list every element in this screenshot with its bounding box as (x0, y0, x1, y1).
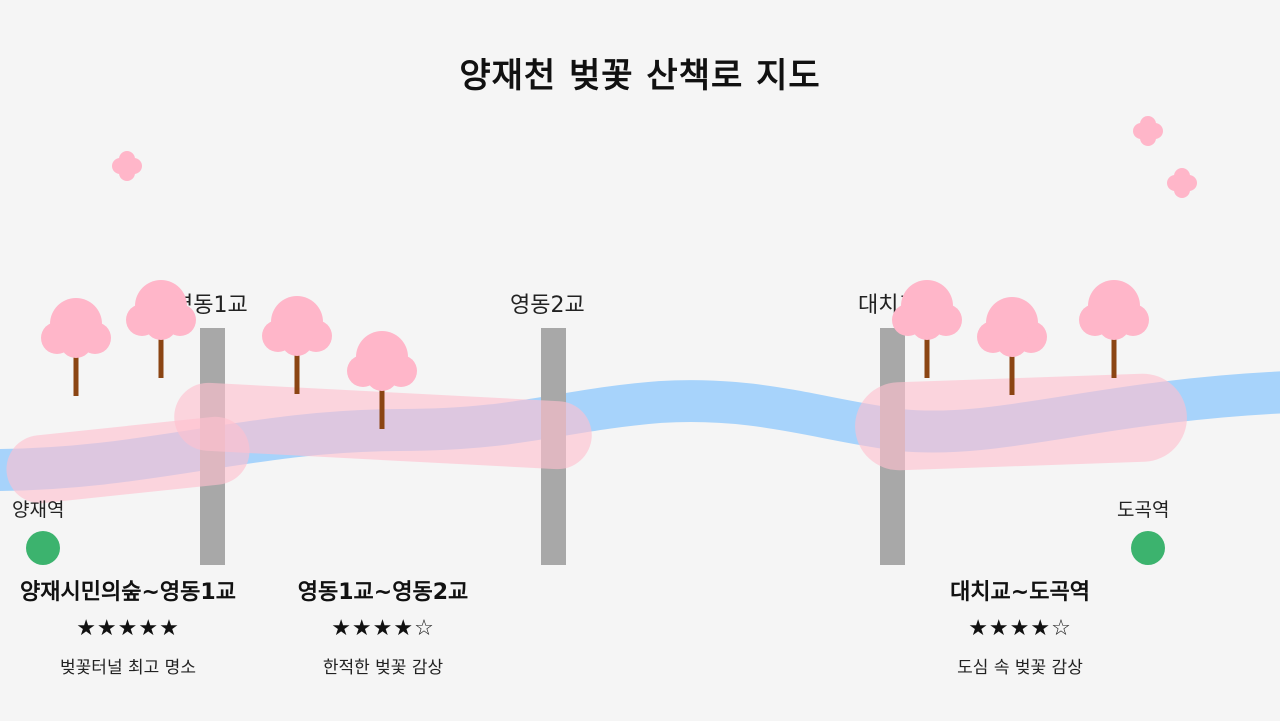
section-rating-stars: ★★★★☆ (331, 616, 435, 641)
station-marker-icon[interactable] (1131, 531, 1165, 565)
bridge-label-youngdong2: 영동2교 (510, 293, 585, 318)
section-info-2[interactable]: 영동1교~영동2교 ★★★★☆ 한적한 벚꽃 감상 (263, 574, 503, 678)
section-rating-stars: ★★★★☆ (968, 616, 1072, 641)
station-marker-icon[interactable] (26, 531, 60, 565)
station-label-dogok: 도곡역 (1117, 499, 1170, 521)
blossom-petal-icon (1167, 168, 1197, 198)
section-info-1[interactable]: 양재시민의숲~영동1교 ★★★★★ 벚꽃터널 최고 명소 (5, 574, 251, 678)
highlight-section-3[interactable] (854, 372, 1189, 472)
section-name: 대치교~도곡역 (950, 580, 1090, 605)
section-description: 도심 속 벚꽃 감상 (957, 658, 1083, 678)
bridge-label-daechi: 대치교 (858, 293, 919, 318)
section-name: 영동1교~영동2교 (297, 580, 469, 605)
section-info-3[interactable]: 대치교~도곡역 ★★★★☆ 도심 속 벚꽃 감상 (900, 574, 1140, 678)
blossom-petal-icon (112, 151, 142, 181)
section-rating-stars: ★★★★★ (76, 616, 180, 641)
section-description: 벚꽃터널 최고 명소 (60, 658, 196, 678)
blossom-petal-icon (1133, 116, 1163, 146)
section-name: 양재시민의숲~영동1교 (20, 580, 236, 605)
bridge-label-youngdong1: 영동1교 (173, 293, 248, 318)
section-description: 한적한 벚꽃 감상 (322, 658, 444, 678)
blossom-petals (112, 116, 1197, 198)
page-title: 양재천 벚꽃 산책로 지도 (459, 56, 821, 96)
station-label-yangjae: 양재역 (12, 499, 65, 521)
